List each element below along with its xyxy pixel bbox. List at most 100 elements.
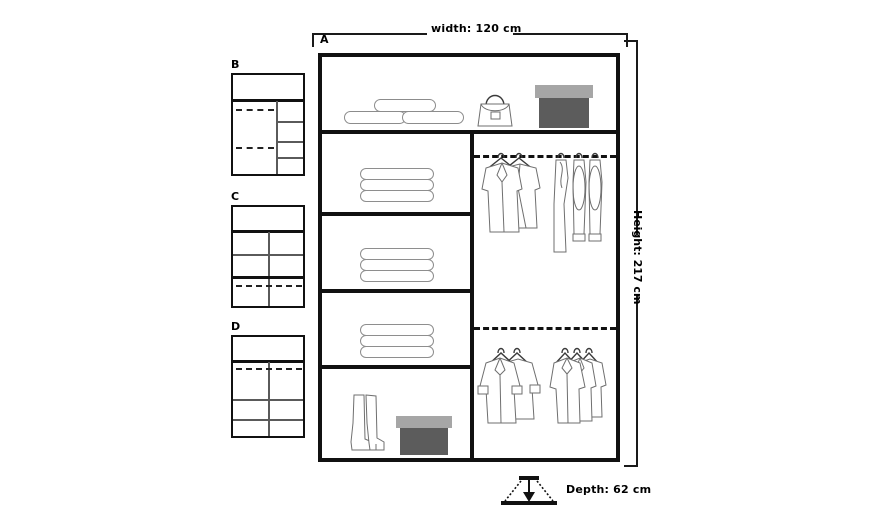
handbag: [474, 84, 516, 128]
shirt-hanger-hook-2: [573, 347, 581, 354]
shirt-front-collar-right: [566, 357, 573, 375]
shelf-divider-left-1: [322, 212, 474, 216]
storage-box-body: [539, 98, 589, 128]
depth-base-bar: [501, 501, 557, 505]
height-bracket-top-tick: [624, 40, 638, 42]
rolled-bedding-top: [374, 99, 436, 112]
compartment-right-lower-hanging[interactable]: [474, 331, 616, 458]
storage-box: [535, 85, 593, 128]
option-d-rail-1: [236, 368, 302, 370]
hanging-blazers: [478, 148, 548, 246]
coat-back-cuff: [529, 384, 541, 394]
boot-heel: [372, 444, 377, 451]
main-unit-label: A: [320, 33, 329, 46]
option-d-shelf-mid-2: [233, 419, 303, 421]
option-d-shelf-top: [233, 360, 303, 363]
depth-arrow-head: [523, 492, 535, 502]
option-d-shelf-mid-1: [233, 399, 303, 401]
folded-clothes-1c: [360, 190, 434, 202]
compartment-right-upper-hanging[interactable]: [474, 134, 616, 327]
layout-option-c[interactable]: [231, 205, 305, 308]
option-c-rail-1: [236, 285, 302, 287]
coat-hanger-hook-2: [513, 347, 521, 354]
depth-perspective-left: [504, 480, 522, 502]
option-b-rail-1: [236, 109, 274, 111]
coat-hanger-hook-1: [497, 347, 505, 354]
hanging-trousers: [548, 148, 612, 278]
shirt-hanger-hook-1: [561, 347, 569, 354]
shirt-front-placket: [566, 373, 569, 424]
shirt-front-collar-left: [561, 357, 568, 375]
height-bracket-line-bottom: [636, 295, 638, 467]
width-bracket-line-left: [312, 33, 427, 35]
blazer-front: [481, 162, 523, 233]
blazer-hanger-hook-1: [497, 152, 505, 159]
trouser-1-fold: [559, 161, 563, 189]
depth-top-bar: [519, 476, 539, 480]
layout-option-c-label: C: [231, 190, 240, 203]
option-b-shelf-right-3: [277, 157, 303, 159]
compartment-left-shelf-1[interactable]: [322, 134, 470, 212]
vertical-divider-main: [470, 130, 474, 458]
hanging-shirts: [548, 343, 614, 433]
shelf-divider-left-3: [322, 365, 474, 369]
option-b-shelf-right-2: [277, 141, 303, 143]
hanging-coats: [477, 343, 548, 433]
layout-option-d-label: D: [231, 320, 241, 333]
compartment-top-shelf[interactable]: [322, 57, 616, 130]
trouser-3-cuff: [588, 233, 602, 242]
option-b-shelf-top: [233, 99, 303, 102]
height-bracket-line-top: [636, 40, 638, 235]
shelf-divider-left-2: [322, 289, 474, 293]
blazer-front-collar-left: [496, 162, 503, 183]
folded-clothes-3c: [360, 346, 434, 358]
depth-dimension-label: Depth: 62 cm: [566, 483, 652, 496]
hanging-rail-upper: [474, 155, 616, 158]
coat-front-cuff-right: [511, 385, 523, 395]
width-dimension-label: width: 120 cm: [431, 22, 522, 35]
coat-front-placket: [499, 374, 502, 424]
handbag-flap: [480, 103, 510, 112]
option-b-shelf-right-1: [277, 121, 303, 123]
option-c-shelf-mid-1: [233, 254, 303, 256]
coat-front-collar-left: [494, 357, 501, 376]
trouser-hanger-hook-3: [591, 152, 599, 159]
layout-option-d[interactable]: [231, 335, 305, 438]
hanging-rail-lower: [474, 327, 616, 330]
shelf-divider-top: [322, 130, 616, 134]
blazer-front-placket: [501, 181, 505, 233]
shoe-box: [396, 416, 452, 455]
coat-front-cuff-left: [477, 385, 489, 395]
main-wardrobe-unit[interactable]: [318, 53, 620, 462]
trouser-hanger-hook-2: [575, 152, 583, 159]
option-b-vertical-divider: [276, 101, 278, 174]
trouser-2-loop: [572, 165, 586, 211]
width-bracket-line-right: [513, 33, 628, 35]
boot-right: [365, 394, 385, 451]
handbag-clasp: [490, 111, 501, 120]
height-dimension-label: Height: 217 cm: [631, 210, 644, 305]
coat-front-collar-right: [499, 357, 506, 376]
compartment-left-shelf-4[interactable]: [322, 369, 470, 458]
rolled-bedding-bottom-right: [402, 111, 464, 124]
depth-perspective-right: [536, 480, 554, 502]
blazer-hanger-hook-2: [515, 152, 523, 159]
layout-option-b[interactable]: [231, 73, 305, 176]
depth-marker: [497, 474, 561, 508]
compartment-left-shelf-2[interactable]: [322, 216, 470, 289]
trouser-1: [553, 159, 569, 253]
storage-box-lid: [535, 85, 593, 98]
trouser-3-loop: [588, 165, 602, 211]
option-c-shelf-mid-2: [233, 276, 303, 279]
shirt-hanger-hook-3: [585, 347, 593, 354]
trouser-2-cuff: [572, 233, 586, 242]
option-b-rail-2: [236, 147, 274, 149]
trouser-hanger-hook-1: [557, 152, 565, 159]
folded-clothes-2c: [360, 270, 434, 282]
blazer-front-collar-right: [501, 162, 508, 183]
shoe-box-body: [400, 428, 448, 455]
shoe-box-lid: [396, 416, 452, 428]
compartment-left-shelf-3[interactable]: [322, 293, 470, 365]
rolled-bedding-bottom-left: [344, 111, 406, 124]
